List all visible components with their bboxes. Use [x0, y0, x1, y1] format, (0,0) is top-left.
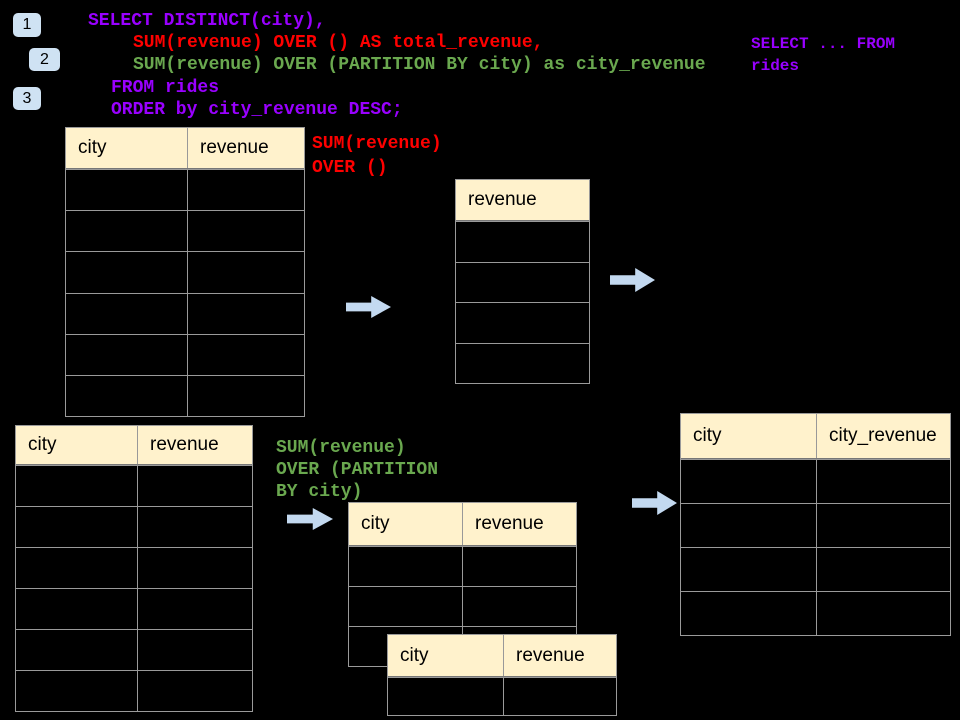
table-partition-mid: city revenue — [348, 502, 577, 667]
table-row — [388, 677, 616, 715]
table-row — [66, 374, 304, 417]
table-row — [681, 591, 950, 635]
arrow-right-icon — [610, 268, 655, 292]
column-header-city-revenue: city_revenue — [817, 414, 950, 458]
step-badge-2: 2 — [29, 48, 60, 71]
table-source-bottom: city revenue — [15, 425, 253, 712]
annotation-total-window-line1: SUM(revenue) — [312, 134, 442, 154]
column-header-revenue: revenue — [138, 426, 252, 464]
table-row — [681, 547, 950, 591]
column-header-city: city — [388, 635, 504, 676]
annotation-total-window-line2: OVER () — [312, 158, 388, 178]
annotation-partition-line3: BY city) — [276, 482, 363, 502]
sql-line-total-revenue: SUM(revenue) OVER () AS total_revenue, — [133, 33, 544, 53]
table-row — [16, 629, 252, 670]
column-header-city: city — [66, 128, 188, 168]
table-header-row: city city_revenue — [681, 414, 950, 459]
table-row — [66, 169, 304, 211]
table-header-row: revenue — [456, 180, 589, 221]
column-header-revenue: revenue — [188, 128, 304, 168]
table-row — [66, 210, 304, 252]
sql-line-order-by: ORDER by city_revenue DESC; — [111, 100, 403, 120]
sql-line-city-revenue: SUM(revenue) OVER (PARTITION BY city) as… — [133, 55, 706, 75]
table-source-top: city revenue — [65, 127, 305, 417]
column-header-city: city — [681, 414, 817, 458]
arrow-right-icon — [287, 508, 333, 530]
table-row — [16, 506, 252, 547]
side-code-rides: rides — [751, 57, 800, 75]
side-code-select-from: SELECT ... FROM — [751, 35, 896, 53]
step-badge-3: 3 — [13, 87, 41, 110]
table-row — [66, 292, 304, 334]
table-row — [456, 342, 589, 384]
table-row — [681, 459, 950, 503]
table-row — [456, 261, 589, 303]
table-partition-overlap: city revenue — [387, 634, 617, 716]
column-header-city: city — [349, 503, 463, 545]
table-header-row: city revenue — [349, 503, 576, 546]
table-row — [681, 503, 950, 547]
table-result: city city_revenue — [680, 413, 951, 636]
sql-line-select: SELECT DISTINCT(city), — [88, 11, 326, 31]
column-header-revenue: revenue — [504, 635, 616, 676]
table-header-row: city revenue — [16, 426, 252, 465]
table-row — [66, 251, 304, 293]
sql-line-from: FROM rides — [111, 78, 220, 98]
table-row — [16, 588, 252, 629]
table-header-row: city revenue — [388, 635, 616, 677]
table-row — [456, 221, 589, 262]
table-total-revenue: revenue — [455, 179, 590, 384]
table-row — [16, 547, 252, 588]
table-row — [349, 586, 576, 626]
table-row — [16, 670, 252, 711]
annotation-partition-line1: SUM(revenue) — [276, 438, 406, 458]
column-header-revenue: revenue — [456, 180, 589, 220]
step-badge-1: 1 — [13, 13, 41, 37]
annotation-partition-line2: OVER (PARTITION — [276, 460, 439, 480]
arrow-right-icon — [346, 296, 391, 318]
table-row — [16, 465, 252, 506]
table-row — [349, 546, 576, 586]
column-header-revenue: revenue — [463, 503, 576, 545]
table-row — [456, 302, 589, 343]
column-header-city: city — [16, 426, 138, 464]
table-header-row: city revenue — [66, 128, 304, 169]
arrow-right-icon — [632, 491, 677, 515]
table-row — [66, 333, 304, 375]
